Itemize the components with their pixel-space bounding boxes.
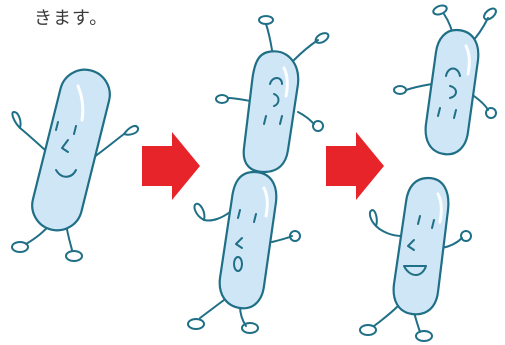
antenna-right bbox=[294, 40, 318, 60]
right-hand bbox=[486, 108, 496, 118]
right-hand bbox=[124, 126, 138, 135]
right-arm bbox=[474, 96, 488, 110]
right-foot bbox=[242, 323, 258, 333]
left-foot bbox=[12, 242, 28, 252]
upper-left-hand bbox=[216, 95, 228, 103]
antenna-right-tip bbox=[482, 6, 498, 21]
left-foot bbox=[360, 325, 376, 335]
upper-right-arm bbox=[298, 112, 314, 124]
left-leg bbox=[374, 306, 398, 326]
right-hand bbox=[461, 231, 471, 241]
antenna-left-tip bbox=[259, 16, 273, 24]
antenna-right-tip bbox=[314, 31, 330, 45]
antenna-left bbox=[266, 24, 272, 50]
upper-cell bbox=[244, 51, 298, 172]
left-arm bbox=[376, 226, 402, 236]
bacterium-dividing bbox=[188, 16, 330, 333]
left-leg bbox=[200, 300, 224, 318]
bacterium-top-right bbox=[394, 4, 498, 154]
left-hand bbox=[394, 86, 406, 94]
left-hand bbox=[12, 112, 20, 128]
arrow-right-2 bbox=[326, 132, 384, 200]
left-hand bbox=[370, 210, 377, 226]
left-arm bbox=[20, 128, 45, 150]
upper-right-hand bbox=[313, 121, 323, 131]
left-foot bbox=[188, 319, 204, 329]
bacterium-body bbox=[426, 30, 479, 154]
bacterium-left bbox=[12, 64, 138, 261]
lower-right-arm bbox=[272, 236, 292, 242]
lower-left-arm bbox=[204, 212, 230, 221]
lower-cell bbox=[220, 172, 277, 308]
bacterium-bottom-right bbox=[360, 178, 471, 341]
arrow-right-1 bbox=[142, 132, 200, 200]
left-arm bbox=[406, 84, 432, 90]
lower-left-hand bbox=[194, 204, 204, 220]
right-foot bbox=[66, 251, 82, 261]
right-foot bbox=[416, 331, 432, 341]
antenna-left-tip bbox=[432, 4, 448, 16]
